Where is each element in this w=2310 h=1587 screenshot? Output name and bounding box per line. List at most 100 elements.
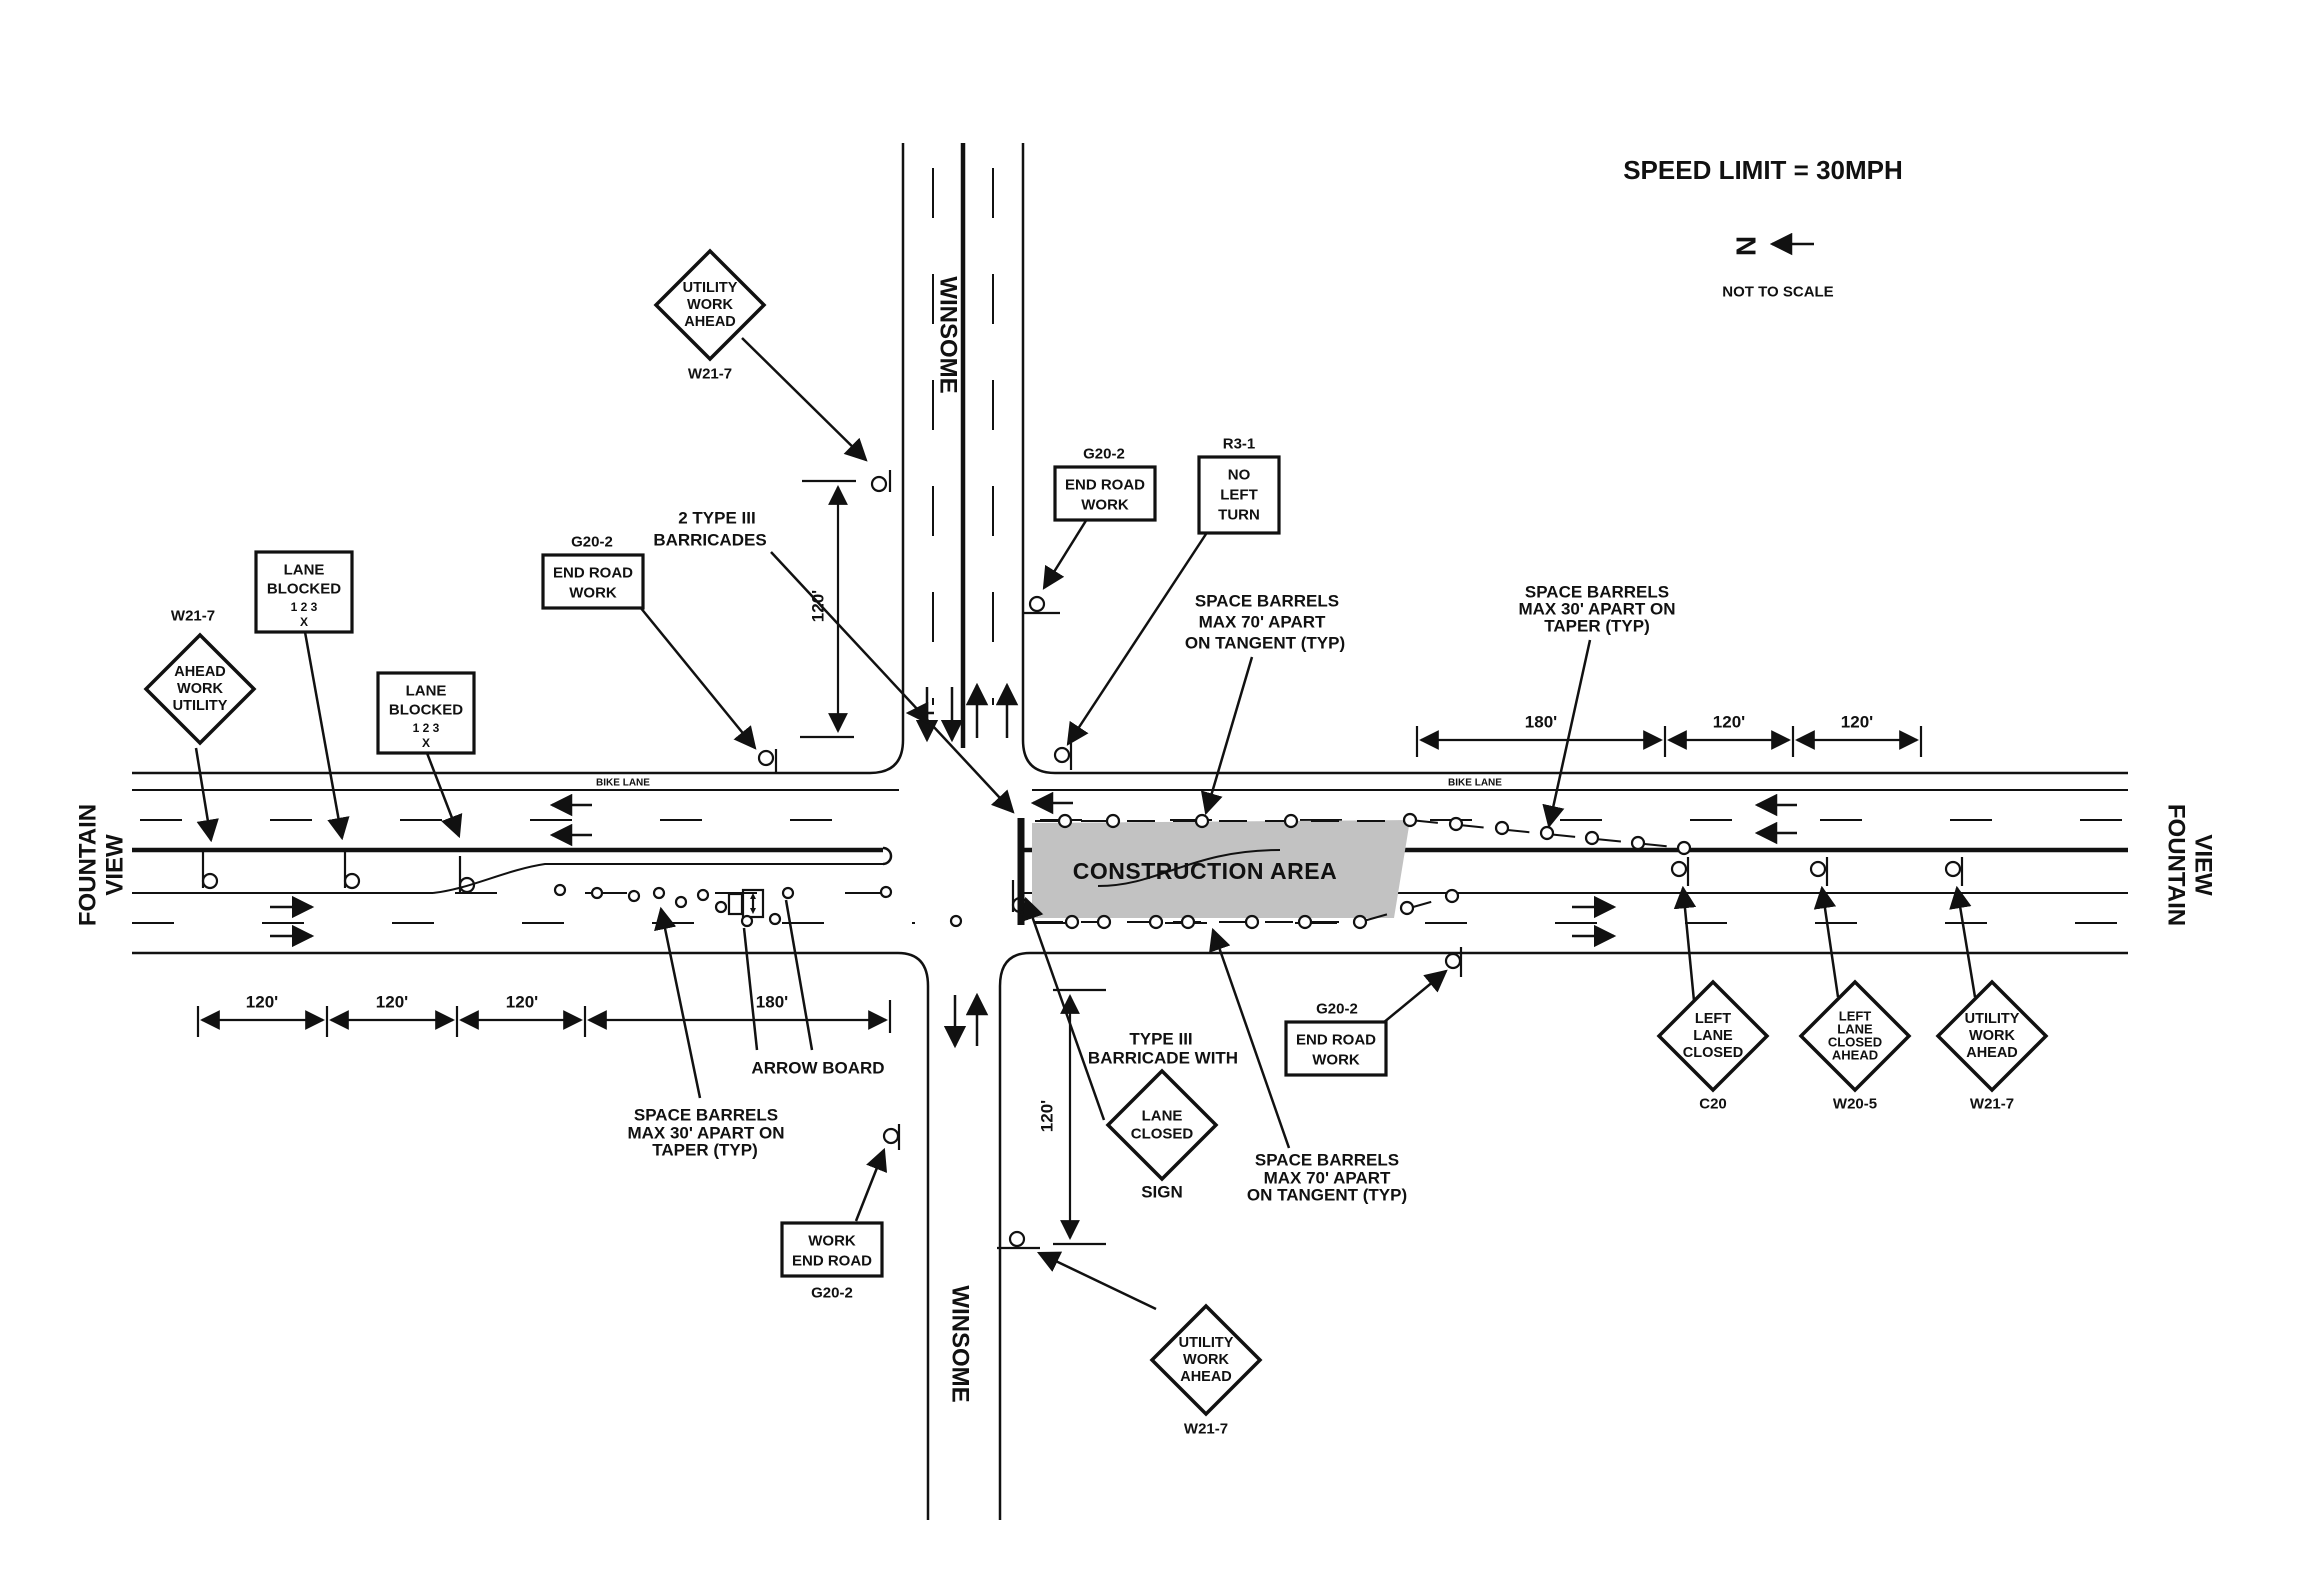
note-sb30-ne-line1: SPACE BARRELS xyxy=(1525,583,1669,602)
bike-lane-label-west: BIKE LANE xyxy=(596,778,650,789)
sign-post-se-1 xyxy=(1444,947,1463,977)
sign-post-ne-corner xyxy=(1053,743,1073,770)
note-typeiii-sign-line3: SIGN xyxy=(1141,1183,1183,1202)
sign-line: LANE xyxy=(1837,1022,1873,1037)
note-sb30-sw-line3: TAPER (TYP) xyxy=(652,1141,757,1160)
sign-g20-2-north: END ROAD WORK G20-2 xyxy=(1053,446,1157,522)
sign-code: G20-2 xyxy=(811,1285,853,1302)
sign-post-east-2 xyxy=(1809,857,1829,886)
sign-code: W21-7 xyxy=(1970,1096,2014,1113)
sign-line: UTILITY xyxy=(683,280,738,296)
sign-line: AHEAD xyxy=(1966,1045,2018,1061)
sign-line: WORK xyxy=(1081,497,1129,514)
sign-code: W21-7 xyxy=(171,608,215,625)
dim-east-2: 120' xyxy=(1713,713,1745,732)
annotations: 2 TYPE III BARRICADES SPACE BARRELS MAX … xyxy=(596,509,1675,1205)
sign-g20-2-southeast: END ROAD WORK G20-2 xyxy=(1284,1001,1388,1077)
sign-post-west-3 xyxy=(458,856,476,894)
sign-line: END ROAD xyxy=(1296,1032,1376,1049)
sign-code: G20-2 xyxy=(1083,446,1125,463)
note-typeiii-sign-line1: TYPE III xyxy=(1129,1030,1192,1049)
sign-line: X xyxy=(300,615,308,629)
sign-code: R3-1 xyxy=(1223,436,1256,453)
sign-code: W20-5 xyxy=(1833,1096,1877,1113)
sign-line: LEFT xyxy=(1220,487,1258,504)
sign-line: TURN xyxy=(1218,507,1260,524)
note-sb70-north-line2: MAX 70' APART xyxy=(1199,613,1326,632)
dim-winsome-south: 120' xyxy=(1038,1100,1057,1132)
street-fountain-west: FOUNTAIN xyxy=(75,804,102,926)
note-sb70-south-line3: ON TANGENT (TYP) xyxy=(1247,1186,1407,1205)
sign-line: WORK xyxy=(1183,1352,1229,1368)
title-block: SPEED LIMIT = 30MPH N NOT TO SCALE xyxy=(1623,155,1903,301)
sign-line: WORK xyxy=(808,1233,856,1250)
sign-code: C20 xyxy=(1699,1096,1727,1113)
sign-lane-closed-diamond: LANE CLOSED xyxy=(1105,1068,1219,1182)
note-arrow-board: ARROW BOARD xyxy=(751,1059,884,1078)
note-sb30-sw-line1: SPACE BARRELS xyxy=(634,1106,778,1125)
sign-g20-2-southwest: WORK END ROAD G20-2 xyxy=(780,1221,884,1302)
sign-c20: LEFT LANE CLOSED C20 xyxy=(1656,979,1770,1113)
sign-post-south xyxy=(997,1230,1040,1250)
street-view-west: VIEW xyxy=(102,834,129,896)
sign-line: LANE xyxy=(284,562,325,579)
note-sb70-north-line3: ON TANGENT (TYP) xyxy=(1185,634,1345,653)
sign-line: LANE xyxy=(1142,1108,1183,1125)
note-two-type-iii-line1: 2 TYPE III xyxy=(678,509,755,528)
sign-line: 1 2 3 xyxy=(291,600,318,614)
sign-line: UTILITY xyxy=(1179,1335,1234,1351)
sign-line: WORK xyxy=(569,585,617,602)
sign-line: BLOCKED xyxy=(389,702,463,719)
dim-west-4: 180' xyxy=(756,993,788,1012)
sign-line: END ROAD xyxy=(792,1253,872,1270)
sign-posts xyxy=(201,470,1964,1250)
sign-line: UTILITY xyxy=(1965,1011,2020,1027)
note-sb30-ne-line3: TAPER (TYP) xyxy=(1544,617,1649,636)
construction-zone: CONSTRUCTION AREA xyxy=(727,818,1685,925)
street-view-east: VIEW xyxy=(2190,834,2217,896)
sign-r3-1: NO LEFT TURN R3-1 xyxy=(1197,436,1281,535)
sign-line: END ROAD xyxy=(1065,477,1145,494)
note-sb30-sw-line2: MAX 30' APART ON xyxy=(627,1124,784,1143)
sign-line: 1 2 3 xyxy=(413,721,440,735)
sign-line: X xyxy=(422,736,430,750)
north-arrow-letter: N xyxy=(1731,236,1762,256)
corner-nw xyxy=(869,739,905,775)
dim-west-1: 120' xyxy=(246,993,278,1012)
sign-w20-5: LEFT LANE CLOSED AHEAD W20-5 xyxy=(1798,979,1912,1113)
note-two-type-iii-line2: BARRICADES xyxy=(653,531,766,550)
sign-post-north xyxy=(870,470,892,493)
sign-line: AHEAD xyxy=(1180,1369,1232,1385)
sign-line: CLOSED xyxy=(1131,1126,1194,1143)
sign-line: WORK xyxy=(687,297,733,313)
sign-code: G20-2 xyxy=(1316,1001,1358,1018)
sign-line: CLOSED xyxy=(1828,1035,1882,1050)
sign-post-sw xyxy=(882,1124,901,1150)
sign-line: LANE xyxy=(1693,1028,1733,1044)
dim-west-3: 120' xyxy=(506,993,538,1012)
sign-post-winsome-east-edge xyxy=(1023,595,1060,615)
sign-line: AHEAD xyxy=(1832,1048,1878,1063)
street-winsome-north: WINSOME xyxy=(935,276,962,393)
sign-code: W21-7 xyxy=(688,366,732,383)
sign-post-west-1 xyxy=(201,851,219,890)
corner-ne xyxy=(1021,739,1056,775)
sign-code: W21-7 xyxy=(1184,1421,1228,1438)
corner-sw xyxy=(897,951,930,987)
construction-area-shading xyxy=(1032,820,1410,918)
sign-post-west-2 xyxy=(343,851,361,890)
street-fountain-east: FOUNTAIN xyxy=(2163,804,2190,926)
barrels xyxy=(553,812,1692,930)
sign-line: WORK xyxy=(1312,1052,1360,1069)
street-winsome-south: WINSOME xyxy=(947,1285,974,1402)
plan-title: SPEED LIMIT = 30MPH xyxy=(1623,155,1903,185)
sign-g20-2-west: END ROAD WORK G20-2 xyxy=(541,534,645,610)
sign-line: LEFT xyxy=(1695,1011,1731,1027)
sign-post-east-3 xyxy=(1944,857,1964,886)
not-to-scale-note: NOT TO SCALE xyxy=(1722,284,1833,301)
sign-line: BLOCKED xyxy=(267,581,341,598)
taper-line-west xyxy=(432,863,883,894)
dim-west-2: 120' xyxy=(376,993,408,1012)
bike-lane-label-east: BIKE LANE xyxy=(1448,778,1502,789)
